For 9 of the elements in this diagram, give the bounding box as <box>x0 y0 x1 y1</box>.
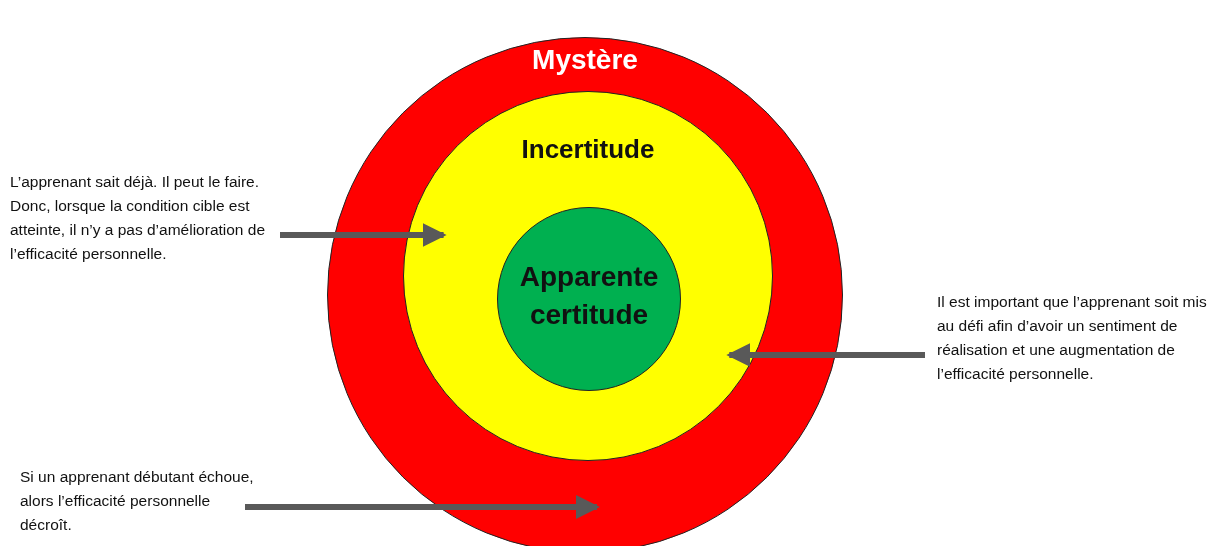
zone-label: Incertitude <box>521 134 655 165</box>
note-text: L’apprenant sait déjà. Il peut le faire. Donc, lorsque la condition cible est atteinte, il n’y a pas d’amélioration de l’efficacité personnelle. <box>10 170 272 266</box>
note-text: Il est important que l’apprenant soit mis au défi afin d’avoir un sentiment de réalisation et une augmentation de l’efficacité personnelle. <box>937 290 1222 386</box>
arrow <box>280 223 447 247</box>
arrow <box>726 343 925 367</box>
zone-label: Apparente certitude <box>518 260 660 332</box>
note-text: Si un apprenant débutant échoue, alors l’efficacité personnelle décroît. <box>20 465 260 537</box>
arrow <box>245 495 600 519</box>
zone-label: Mystère <box>532 44 638 76</box>
